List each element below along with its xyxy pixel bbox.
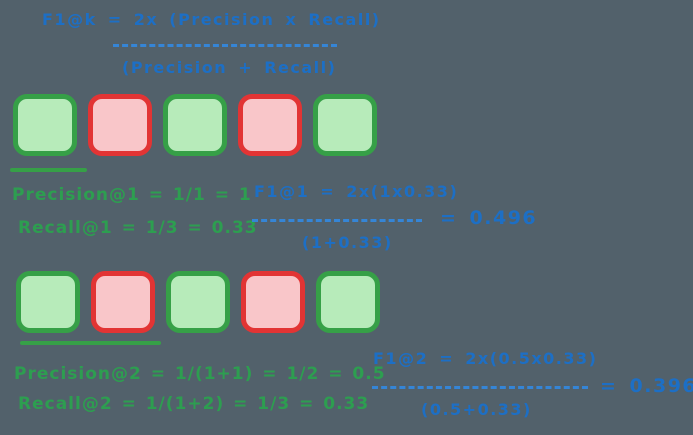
example1-f1-fraction-line xyxy=(252,219,422,222)
formula-title-denominator: (Precision + Recall) xyxy=(122,58,337,77)
example2-results-row xyxy=(16,271,380,333)
irrelevant-result-box xyxy=(91,271,155,333)
example1-at1-underline xyxy=(10,168,87,172)
relevant-result-box xyxy=(166,271,230,333)
example2-f1-denominator: (0.5+0.33) xyxy=(421,400,532,419)
relevant-result-box xyxy=(16,271,80,333)
irrelevant-result-box xyxy=(88,94,152,156)
example1-precision-line: Precision@1 = 1/1 = 1 xyxy=(12,185,252,205)
relevant-result-box xyxy=(313,94,377,156)
irrelevant-result-box xyxy=(238,94,302,156)
example1-f1-result: = 0.496 xyxy=(440,207,538,229)
example2-at2-underline xyxy=(20,341,161,345)
example1-f1-numerator: F1@1 = 2x(1x0.33) xyxy=(254,182,459,201)
example1-f1-denominator: (1+0.33) xyxy=(302,233,393,252)
formula-title-fraction-line xyxy=(113,44,337,47)
example1-recall-line: Recall@1 = 1/3 = 0.33 xyxy=(18,218,258,238)
irrelevant-result-box xyxy=(241,271,305,333)
example1-results-row xyxy=(13,94,377,156)
relevant-result-box xyxy=(163,94,227,156)
relevant-result-box xyxy=(316,271,380,333)
relevant-result-box xyxy=(13,94,77,156)
example2-precision-line: Precision@2 = 1/(1+1) = 1/2 = 0.5 xyxy=(14,364,386,384)
example2-recall-line: Recall@2 = 1/(1+2) = 1/3 = 0.33 xyxy=(18,394,370,414)
example2-f1-fraction-line xyxy=(372,386,588,389)
example2-f1-result: = 0.396 xyxy=(600,375,693,397)
formula-title-numerator: F1@k = 2x (Precision x Recall) xyxy=(42,10,381,29)
example2-f1-numerator: F1@2 = 2x(0.5x0.33) xyxy=(373,349,598,368)
